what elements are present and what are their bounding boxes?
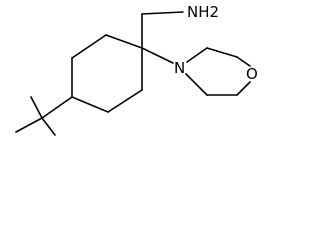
bond-ring-5 [107,89,143,113]
structure-canvas: NH2 N O [15,3,258,136]
bond-morpholine-6 [185,73,208,96]
chemical-structure: NH2 N O [15,3,258,136]
atom-label-morpholine-o: O [246,65,258,83]
bond-tbutyl-methyl-1 [15,117,43,133]
bond-tbutyl-methyl-3 [30,96,43,119]
bond-ring-to-morpholine-n [141,47,174,64]
bond-morpholine-3 [236,56,251,67]
bond-morpholine-4 [236,81,251,96]
bond-ring-3 [105,34,143,49]
atom-label-nh2: NH2 [187,3,219,21]
bond-tbutyl-ring [41,96,73,119]
bond-ring-6 [71,96,109,113]
bond-morpholine-2 [206,47,238,58]
bond-ring-2 [71,34,107,59]
bond-ch2-to-nh2 [141,11,184,15]
bond-tbutyl-methyl-2 [41,117,56,136]
atom-label-morpholine-n: N [174,59,185,77]
bond-morpholine-1 [186,47,208,63]
